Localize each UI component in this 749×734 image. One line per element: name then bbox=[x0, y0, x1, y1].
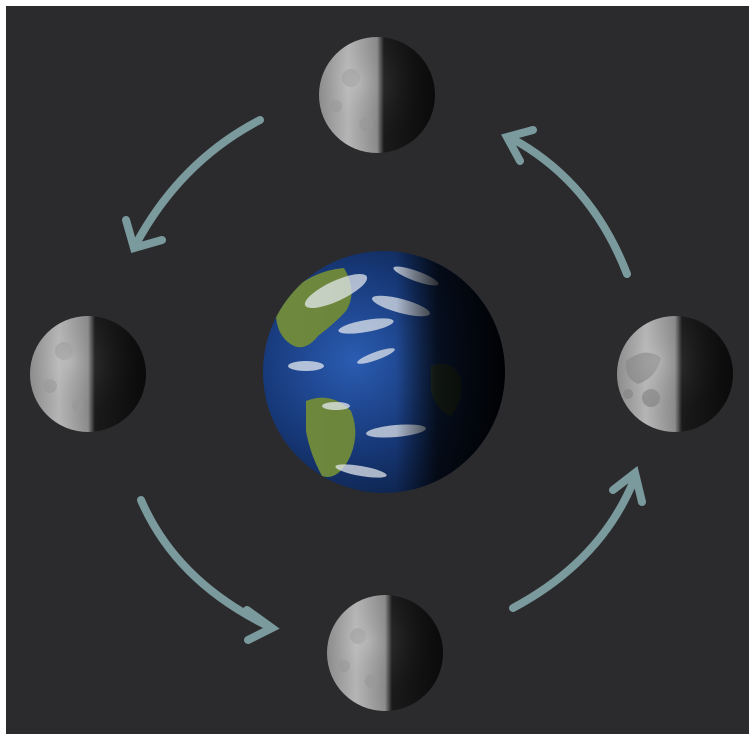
moon-top bbox=[319, 37, 435, 153]
arrow-top-to-left bbox=[136, 120, 260, 244]
orbit-diagram-scene bbox=[6, 6, 749, 734]
earth bbox=[263, 251, 505, 493]
moon-right bbox=[617, 316, 733, 432]
moon-left bbox=[30, 316, 146, 432]
moon-bottom bbox=[327, 595, 443, 711]
arrow-right-to-top bbox=[511, 138, 627, 274]
orbit-illustration bbox=[6, 6, 749, 734]
arrow-bottom-to-right bbox=[513, 480, 634, 608]
